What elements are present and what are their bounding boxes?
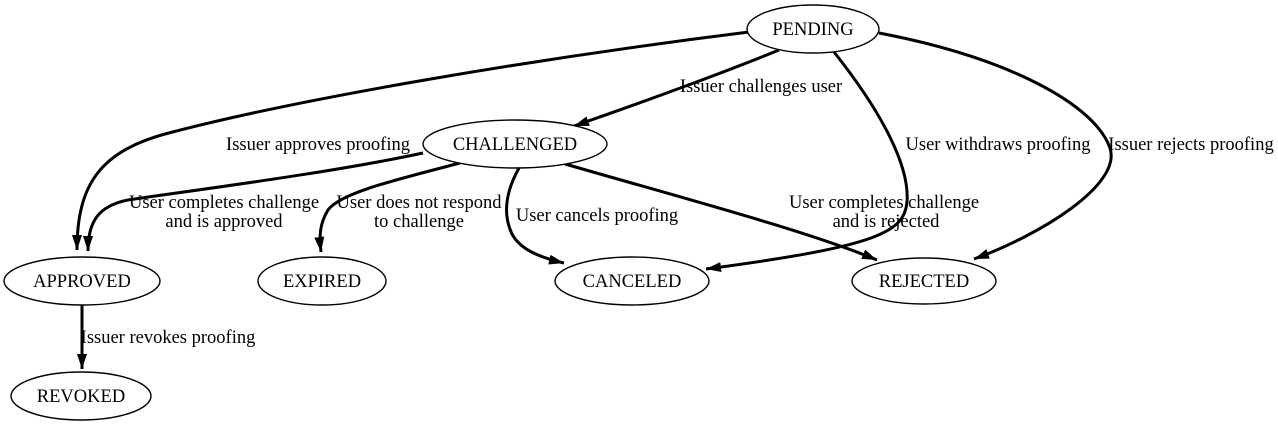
node-approved: APPROVED xyxy=(3,256,161,306)
edge-label: to challenge xyxy=(374,212,464,232)
state-label: APPROVED xyxy=(33,272,131,292)
edge-label: User does not respond xyxy=(337,193,503,213)
state-ellipse xyxy=(10,371,152,421)
node-rejected: REJECTED xyxy=(851,257,997,305)
state-ellipse xyxy=(851,257,997,305)
edge-label: User cancels proofing xyxy=(516,206,678,226)
edge-label: User withdraws proofing xyxy=(906,135,1091,155)
edge-path xyxy=(573,48,780,128)
edge-path xyxy=(72,30,750,251)
state-label: CANCELED xyxy=(583,272,682,292)
edge-approved-revoked: Issuer revokes proofing xyxy=(77,305,256,369)
node-canceled: CANCELED xyxy=(554,256,710,306)
edge-label: Issuer approves proofing xyxy=(226,135,410,155)
edge-challenged-rejected: User completes challenge and is rejected xyxy=(564,162,979,262)
edge-path xyxy=(705,51,909,272)
state-ellipse xyxy=(746,4,880,54)
state-label: REVOKED xyxy=(37,387,125,407)
node-challenged: CHALLENGED xyxy=(422,119,608,169)
edge-pending-challenged: Issuer challenges user xyxy=(573,48,842,128)
edge-path xyxy=(878,31,1113,261)
edge-label: and is rejected xyxy=(833,212,941,232)
state-label: PENDING xyxy=(772,20,853,40)
state-ellipse xyxy=(554,256,710,306)
edge-path xyxy=(505,167,565,265)
state-label: CHALLENGED xyxy=(453,135,577,155)
edge-label: and is approved xyxy=(165,212,283,232)
edge-challenged-canceled: User cancels proofing xyxy=(505,167,678,265)
edge-label: Issuer revokes proofing xyxy=(81,328,256,348)
node-revoked: REVOKED xyxy=(10,371,152,421)
edge-label: User completes challenge xyxy=(789,193,979,213)
state-label: EXPIRED xyxy=(283,272,361,292)
edge-pending-approved: Issuer approves proofing xyxy=(72,30,750,251)
edge-path xyxy=(564,162,878,262)
edge-challenged-approved: User completes challenge and is approved xyxy=(83,151,424,252)
node-pending: PENDING xyxy=(746,4,880,54)
state-label: REJECTED xyxy=(879,272,969,292)
edge-path xyxy=(314,161,461,253)
edge-pending-canceled: User withdraws proofing xyxy=(705,51,1091,272)
state-ellipse xyxy=(257,256,387,306)
edge-path xyxy=(83,151,424,252)
edge-challenged-expired: User does not respond to challenge xyxy=(314,161,503,253)
state-ellipse xyxy=(422,119,608,169)
edge-label: User completes challenge xyxy=(129,193,319,213)
node-expired: EXPIRED xyxy=(257,256,387,306)
edge-pending-rejected: Issuer rejects proofing xyxy=(878,31,1274,261)
edge-label: Issuer challenges user xyxy=(680,77,842,97)
edge-label: Issuer rejects proofing xyxy=(1108,135,1273,155)
state-ellipse xyxy=(3,256,161,306)
